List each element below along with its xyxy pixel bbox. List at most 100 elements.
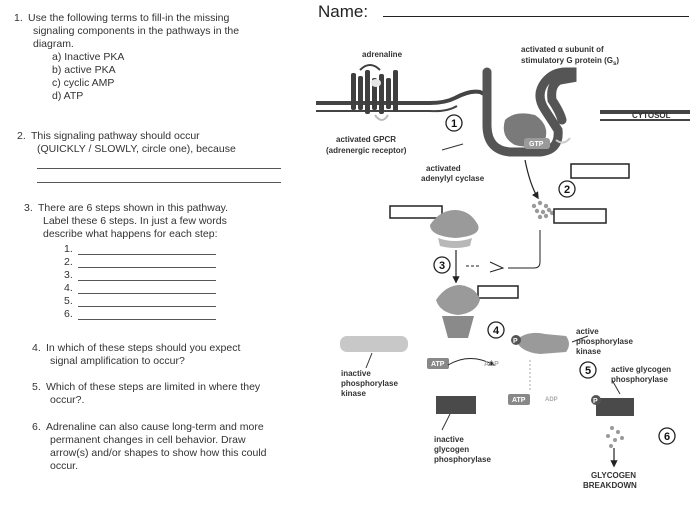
question-6-line-2: permanent changes in cell behavior. Draw (50, 434, 246, 446)
step-label: 6. (64, 308, 73, 320)
step-5-number: 5 (585, 365, 591, 377)
question-3-number: 3. (24, 202, 33, 214)
step-1-number: 1 (451, 118, 457, 130)
camp-arrowhead (489, 261, 505, 273)
adp-label: ADP (545, 397, 558, 403)
cytosol-label: CYTOSOL (632, 111, 671, 120)
receptor-tail (374, 114, 389, 121)
answer-box[interactable] (389, 205, 443, 219)
name-label: Name: (318, 2, 369, 21)
active-kinase-label-line-2: phosphorylase (576, 337, 633, 346)
adp-label: ADP (484, 361, 499, 368)
answer-box[interactable] (477, 285, 519, 299)
step-answer-line[interactable] (78, 280, 216, 281)
atp-badge (508, 394, 530, 405)
step-answer-line[interactable] (78, 293, 216, 294)
question-5-line-2: occur?. (50, 394, 85, 406)
option-b: b) active PKA (52, 64, 116, 76)
question-5-number: 5. (32, 381, 41, 393)
active-kinase-label-line-3: kinase (576, 347, 601, 356)
camp-path (508, 230, 541, 269)
option-c: c) cyclic AMP (52, 77, 115, 89)
step-4-number: 4 (493, 325, 500, 337)
g-protein-tail (555, 137, 571, 144)
leader-line (571, 335, 589, 343)
inactive-glycogen-label-line-3: phosphorylase (434, 455, 491, 464)
active-glycogen-phosphorylase (596, 398, 634, 416)
active-pka-catalytic (442, 316, 474, 338)
question-1-number: 1. (14, 12, 23, 24)
g-alpha-label-line-1: activated α subunit of (521, 45, 604, 54)
question-2: 2. This signaling pathway should occur (17, 130, 200, 143)
inactive-pka (430, 210, 479, 238)
active-glycogen-label-line-1: active glycogen (611, 365, 671, 374)
adenylyl-label-line-1: activated (426, 164, 461, 173)
question-3-line-2: Label these 6 steps. In just a few words (43, 215, 227, 227)
step-label: 1. (64, 243, 73, 255)
adrenaline-molecule (371, 79, 381, 87)
inactive-glycogen-label-line-1: inactive (434, 435, 464, 444)
step-4-marker (487, 321, 505, 339)
question-6-line-4: occur. (50, 460, 79, 472)
adenylyl-cyclase (482, 67, 577, 157)
atp-badge (427, 358, 449, 369)
leader-line (365, 352, 373, 369)
active-phosphorylase-kinase (516, 332, 569, 354)
question-1-line-2: signaling components in the pathways in … (33, 25, 240, 37)
phosphate-icon (591, 395, 601, 405)
step-answer-line[interactable] (78, 319, 216, 320)
question-5-line-1: Which of these steps are limited in wher… (46, 381, 261, 393)
option-a: a) Inactive PKA (52, 51, 125, 63)
inactive-glycogen-label-line-2: glycogen (434, 445, 469, 454)
leader-line (441, 413, 451, 431)
answer-line[interactable] (37, 182, 281, 183)
answer-box[interactable] (570, 163, 630, 179)
question-4: 4. In which of these steps should you exp… (32, 342, 240, 355)
gtp-label: GTP (529, 141, 544, 148)
question-6-line-1: Adrenaline can also cause long-term and … (46, 421, 264, 433)
step-3-marker (433, 256, 451, 274)
inactive-phosphorylase-kinase (340, 336, 408, 352)
question-5: 5. Which of these steps are limited in wh… (32, 381, 260, 394)
step-answer-line[interactable] (78, 306, 216, 307)
breakdown-label-line-2: BREAKDOWN (583, 481, 637, 490)
active-kinase-label-line-1: active (576, 327, 599, 336)
answer-box[interactable] (553, 208, 607, 224)
question-2-number: 2. (17, 130, 26, 142)
answer-line[interactable] (37, 168, 281, 169)
step-2-number: 2 (564, 184, 570, 196)
inactive-kinase-label-line-1: inactive (341, 369, 371, 378)
step-2-marker (558, 180, 576, 198)
atp-label: ATP (512, 397, 526, 404)
inactive-pka-regulatory (438, 238, 472, 248)
question-4-number: 4. (32, 342, 41, 354)
phosphate-label: P (593, 398, 598, 405)
name-blank[interactable] (383, 16, 689, 17)
gpcr-receptor (351, 64, 398, 114)
adrenaline-label: adrenaline (362, 50, 403, 59)
question-2-line-1: This signaling pathway should occur (31, 130, 200, 142)
question-4-line-1: In which of these steps should you expec… (46, 342, 241, 354)
step-answer-line[interactable] (78, 254, 216, 255)
glucose-particles (606, 426, 624, 448)
phosphorylation-arrow (447, 358, 496, 366)
gtp-badge (524, 138, 550, 149)
breakdown-label-line-1: GLYCOGEN (591, 471, 636, 480)
step-5-marker (579, 361, 597, 379)
step-answer-line[interactable] (78, 267, 216, 268)
atp-label: ATP (431, 361, 445, 368)
inactive-kinase-label-line-2: phosphorylase (341, 379, 398, 388)
active-glycogen-label-line-2: phosphorylase (611, 375, 668, 384)
question-1: 1. Use the following terms to fill-in the… (14, 12, 304, 25)
option-d: d) ATP (52, 90, 84, 102)
question-6: 6. Adrenaline can also cause long-term an… (32, 421, 264, 434)
active-pka (436, 285, 480, 315)
question-3: 3.There are 6 steps shown in this pathwa… (24, 202, 228, 215)
gpcr-label-line-2: (adrenergic receptor) (326, 146, 407, 155)
arrow-step-2 (524, 159, 539, 200)
question-3-line-3: describe what happens for each step: (43, 228, 218, 240)
question-1-line-1: Use the following terms to fill-in the m… (28, 12, 230, 24)
question-6-number: 6. (32, 421, 41, 433)
inactive-kinase-label-line-3: kinase (341, 389, 366, 398)
question-6-line-3: arrow(s) and/or shapes to show how this … (50, 447, 267, 459)
